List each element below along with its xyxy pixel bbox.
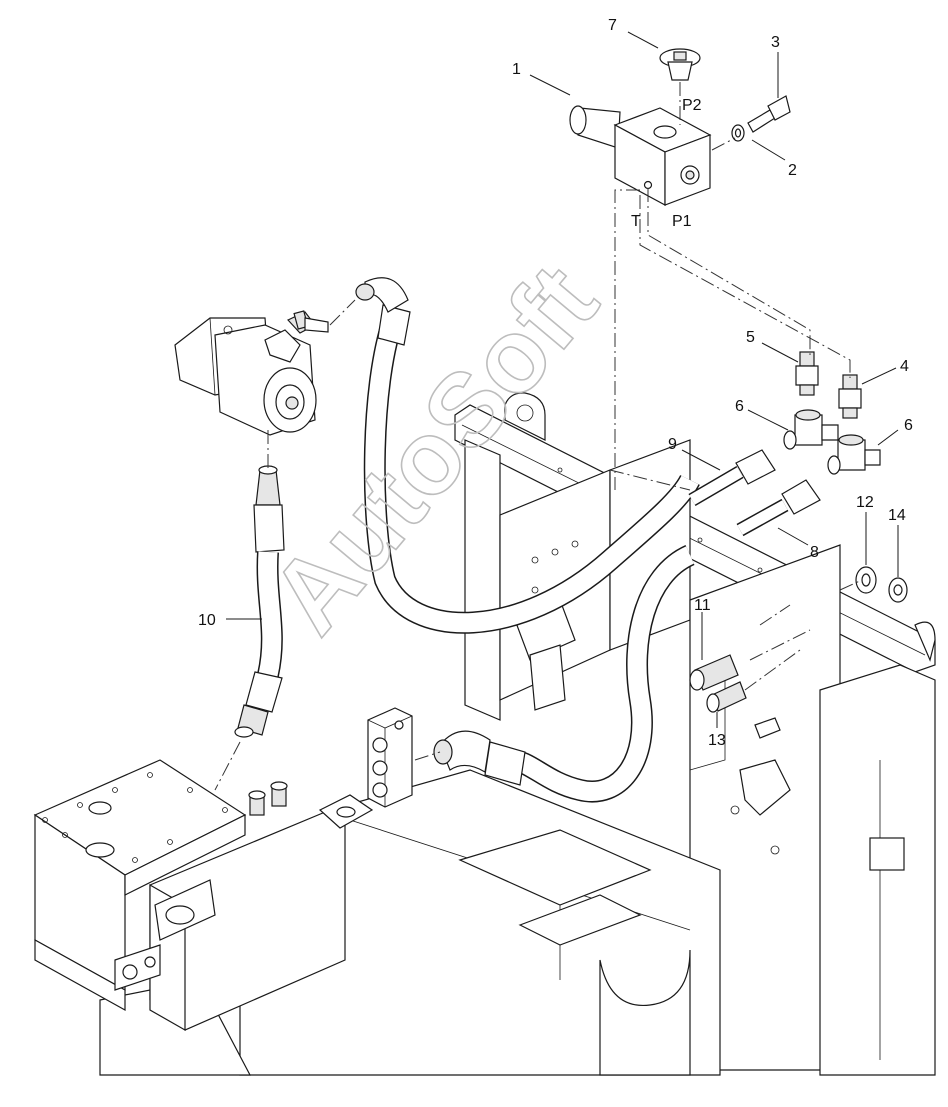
hose-10 [234, 465, 285, 738]
callout-6-left: 6 [735, 398, 744, 415]
port-label-p1: P1 [672, 213, 692, 230]
callout-4: 4 [900, 358, 909, 375]
hose-8 [736, 479, 821, 537]
screw-3 [747, 95, 791, 133]
hydraulic-pump [174, 310, 329, 436]
machine-frame [99, 392, 936, 1076]
tee-6-left [783, 409, 839, 450]
callout-labels: 1 2 3 4 5 6 6 7 8 9 10 11 12 13 14 [198, 17, 913, 749]
callout-12: 12 [856, 494, 874, 511]
callout-2: 2 [788, 162, 797, 179]
callout-1: 1 [512, 61, 521, 78]
tee-6-right [827, 434, 881, 475]
connection-lines [214, 82, 863, 791]
callout-9: 9 [668, 436, 677, 453]
port-label-p2: P2 [682, 97, 702, 114]
callout-11: 11 [694, 597, 711, 614]
nut-12 [855, 566, 877, 594]
port-labels: P2 P1 T [631, 97, 702, 230]
hose-long-loop [355, 277, 700, 634]
coupling-13 [706, 681, 747, 713]
callout-10: 10 [198, 612, 216, 629]
pressure-valve-1 [569, 105, 712, 207]
callout-6-right: 6 [904, 417, 913, 434]
callout-5: 5 [746, 329, 755, 346]
hose-9 [688, 449, 776, 507]
distribution-block [367, 707, 413, 808]
callout-7: 7 [608, 17, 617, 34]
callout-14: 14 [888, 507, 906, 524]
washer-2 [731, 124, 745, 142]
plug-7 [659, 48, 701, 81]
callout-8: 8 [810, 544, 819, 561]
fitting-5 [795, 351, 819, 396]
callout-13: 13 [708, 732, 726, 749]
callout-3: 3 [771, 34, 780, 51]
leader-lines [226, 31, 899, 728]
fitting-4 [838, 374, 862, 419]
port-label-t: T [631, 213, 641, 230]
hydraulic-tank [33, 759, 374, 1032]
hose-lower [433, 544, 696, 803]
nut-14 [888, 577, 908, 603]
coupling-11 [689, 654, 739, 691]
